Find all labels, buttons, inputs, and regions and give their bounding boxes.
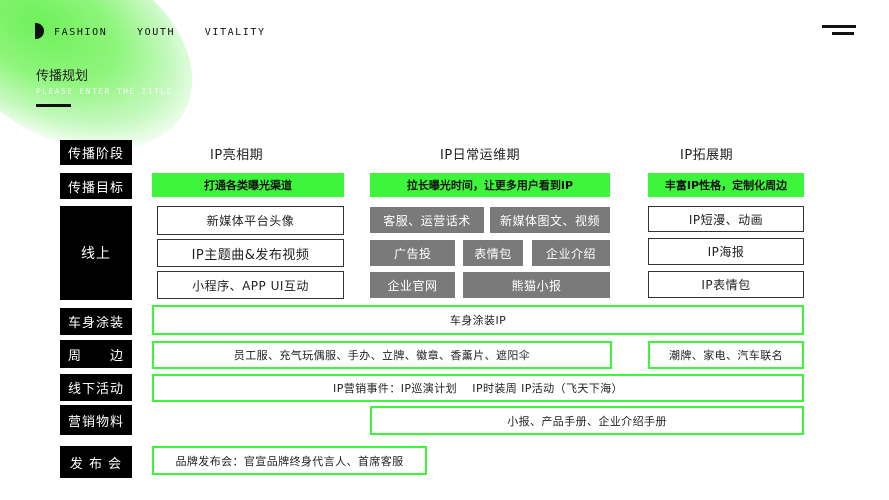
materials-box: 小报、产品手册、企业介绍手册: [370, 406, 804, 435]
car-wrap-box: 车身涂装IP: [152, 305, 804, 335]
title-underline: [36, 104, 71, 107]
online-item: 客服、运营话术: [370, 207, 484, 233]
label-around: 周 边: [60, 340, 132, 368]
online-item: 新媒体图文、视频: [490, 207, 610, 233]
launch-box: 品牌发布会：官宣品牌终身代言人、首席客服: [152, 446, 427, 475]
label-stage: 传播阶段: [60, 140, 132, 165]
label-goal: 传播目标: [60, 173, 132, 199]
label-online: 线上: [60, 206, 132, 300]
online-item: 小程序、APP UI互动: [157, 271, 344, 299]
logo-d-icon: [35, 23, 44, 39]
offline-event-box: IP营销事件：IP巡演计划 IP时装周 IP活动（飞天下海）: [152, 374, 804, 402]
label-materials: 营销物料: [60, 405, 132, 435]
tagline-word: YOUTH: [136, 27, 176, 38]
online-item: IP表情包: [648, 271, 804, 298]
label-launch: 发 布 会: [60, 446, 132, 478]
online-item: IP主题曲&发布视频: [157, 239, 344, 267]
tagline-word: VITALITY: [204, 27, 266, 38]
menu-icon-line-bottom[interactable]: [832, 32, 854, 35]
label-car: 车身涂装: [60, 308, 132, 335]
online-item: 表情包: [463, 240, 523, 266]
merch-box: 员工服、充气玩偶服、手办、立牌、徽章、香薰片、遮阳伞: [152, 341, 612, 369]
online-item: IP短漫、动画: [648, 206, 804, 232]
page-subtitle: PLEASE ENTER THE TITLE: [36, 87, 173, 96]
online-item: 熊猫小报: [463, 272, 610, 298]
phase-title-2: IP日常运维期: [440, 148, 521, 163]
co-brand-box: 潮牌、家电、汽车联名: [648, 341, 804, 369]
page-title: 传播规划: [36, 69, 89, 84]
phase-title-3: IP拓展期: [680, 148, 734, 163]
goal-2: 拉长曝光时间，让更多用户看到IP: [370, 173, 610, 197]
menu-icon-line-top[interactable]: [822, 25, 856, 28]
online-item: 广告投: [370, 240, 455, 266]
tagline: FASHION YOUTH VITALITY: [54, 27, 288, 38]
goal-1: 打通各类曝光渠道: [152, 173, 344, 197]
phase-title-1: IP亮相期: [210, 148, 264, 163]
online-item: IP海报: [648, 238, 804, 265]
label-offline: 线下活动: [60, 374, 132, 401]
goal-3: 丰富IP性格，定制化周边: [648, 173, 804, 197]
online-item: 新媒体平台头像: [157, 206, 344, 235]
tagline-word: FASHION: [54, 27, 108, 38]
online-item: 企业官网: [370, 272, 455, 298]
online-item: 企业介绍: [532, 240, 610, 266]
